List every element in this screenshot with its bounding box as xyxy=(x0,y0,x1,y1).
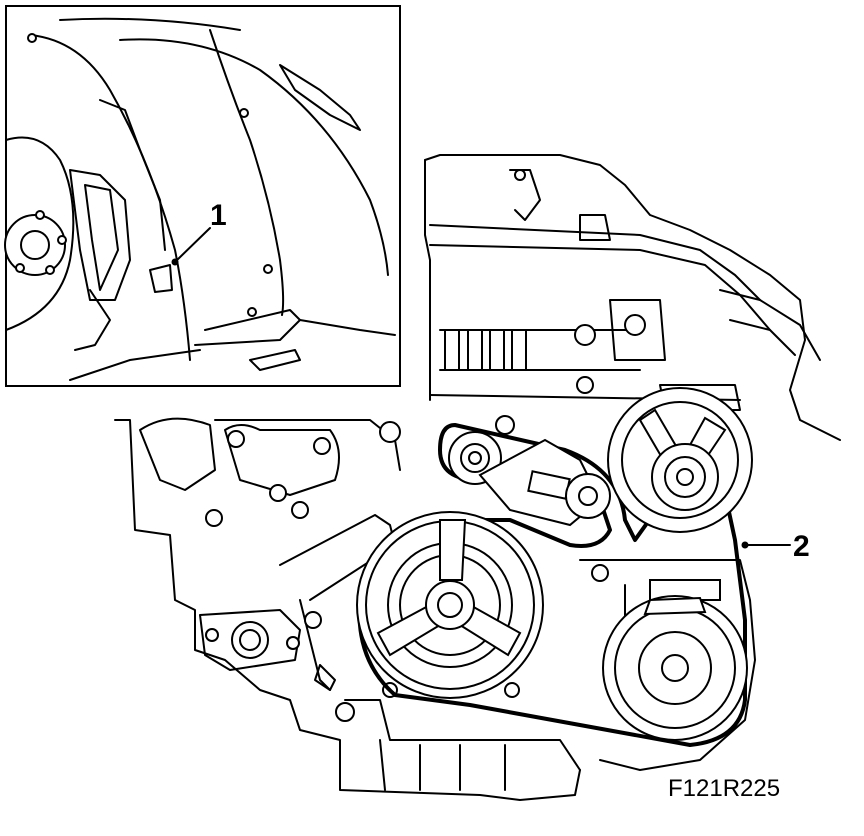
power-steering-pulley xyxy=(607,387,753,533)
figure-code: F121R225 xyxy=(668,775,780,802)
leader-lines xyxy=(171,227,791,549)
tensioner-pulley xyxy=(478,438,611,527)
crankshaft-pulley xyxy=(356,511,544,699)
inset-detail xyxy=(4,5,401,387)
callout-label-2: 2 xyxy=(793,530,810,563)
alternator-pulley xyxy=(602,595,748,741)
engine-block xyxy=(114,154,841,801)
callout-label-1: 1 xyxy=(210,199,227,232)
